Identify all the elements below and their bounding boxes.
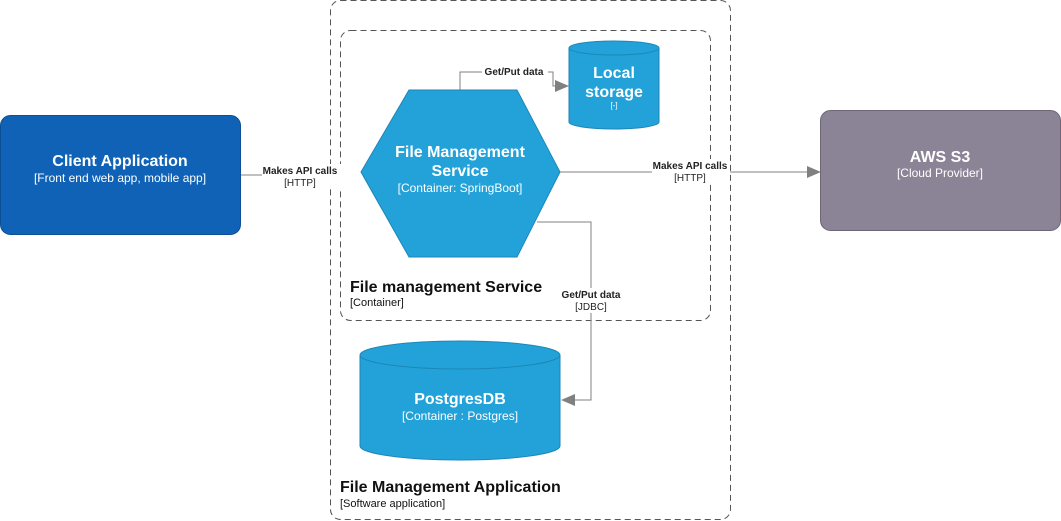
local-storage-title-line2: storage [585,84,643,101]
file-management-service-node[interactable]: File Management Service [Container: Spri… [360,89,561,258]
container-boundary-title: File management Service [350,279,542,296]
postgres-db-subtitle: [Container : Postgres] [402,409,518,423]
file-management-service-hexagon [360,89,561,258]
edge-client-to-service: Makes API calls [HTTP] [240,164,368,189]
postgres-db-cylinder-rim [359,354,561,370]
client-application-title: Client Application [52,153,187,170]
edge-service-to-db-label: Get/Put data [562,290,621,301]
edge-client-to-service-label: Makes API calls [263,166,338,177]
file-management-service-title-line1: File Management [395,144,525,161]
client-application-subtitle: [Front end web app, mobile app] [34,171,206,185]
local-storage-title-line1: Local [593,65,635,82]
file-management-service-subtitle: [Container: SpringBoot] [398,181,523,195]
client-application-node[interactable]: Client Application [Front end web app, m… [0,115,241,235]
aws-s3-subtitle: [Cloud Provider] [897,166,983,180]
application-boundary-title: File Management Application [340,479,561,496]
edge-service-to-local-label: Get/Put data [485,67,544,78]
container-boundary-subtitle: [Container] [350,297,404,309]
local-storage-cylinder [568,40,660,130]
edge-service-to-s3-tech: [HTTP] [674,173,706,184]
postgres-db-node[interactable]: PostgresDB [Container : Postgres] [359,340,561,461]
aws-s3-title: AWS S3 [910,149,971,166]
edge-service-to-s3: Makes API calls [HTTP] [560,159,821,184]
file-management-service-title-line2: Service [432,163,489,180]
local-storage-subtitle: [-] [610,101,617,110]
application-boundary-subtitle: [Software application] [340,498,445,510]
client-application-box [0,115,241,235]
edge-client-to-service-tech: [HTTP] [284,178,316,189]
local-storage-node[interactable]: Local storage [-] [568,40,660,130]
local-storage-cylinder-rim [568,47,660,56]
edge-service-to-s3-label: Makes API calls [653,161,728,172]
postgres-db-cylinder [359,340,561,461]
edge-service-to-local-storage: Get/Put data [459,65,569,92]
edge-service-to-postgres: Get/Put data [JDBC] [537,221,623,406]
aws-s3-node[interactable]: AWS S3 [Cloud Provider] [820,110,1061,231]
postgres-db-title: PostgresDB [414,391,506,408]
application-boundary [330,0,731,520]
edge-service-to-db-tech: [JDBC] [575,302,607,313]
